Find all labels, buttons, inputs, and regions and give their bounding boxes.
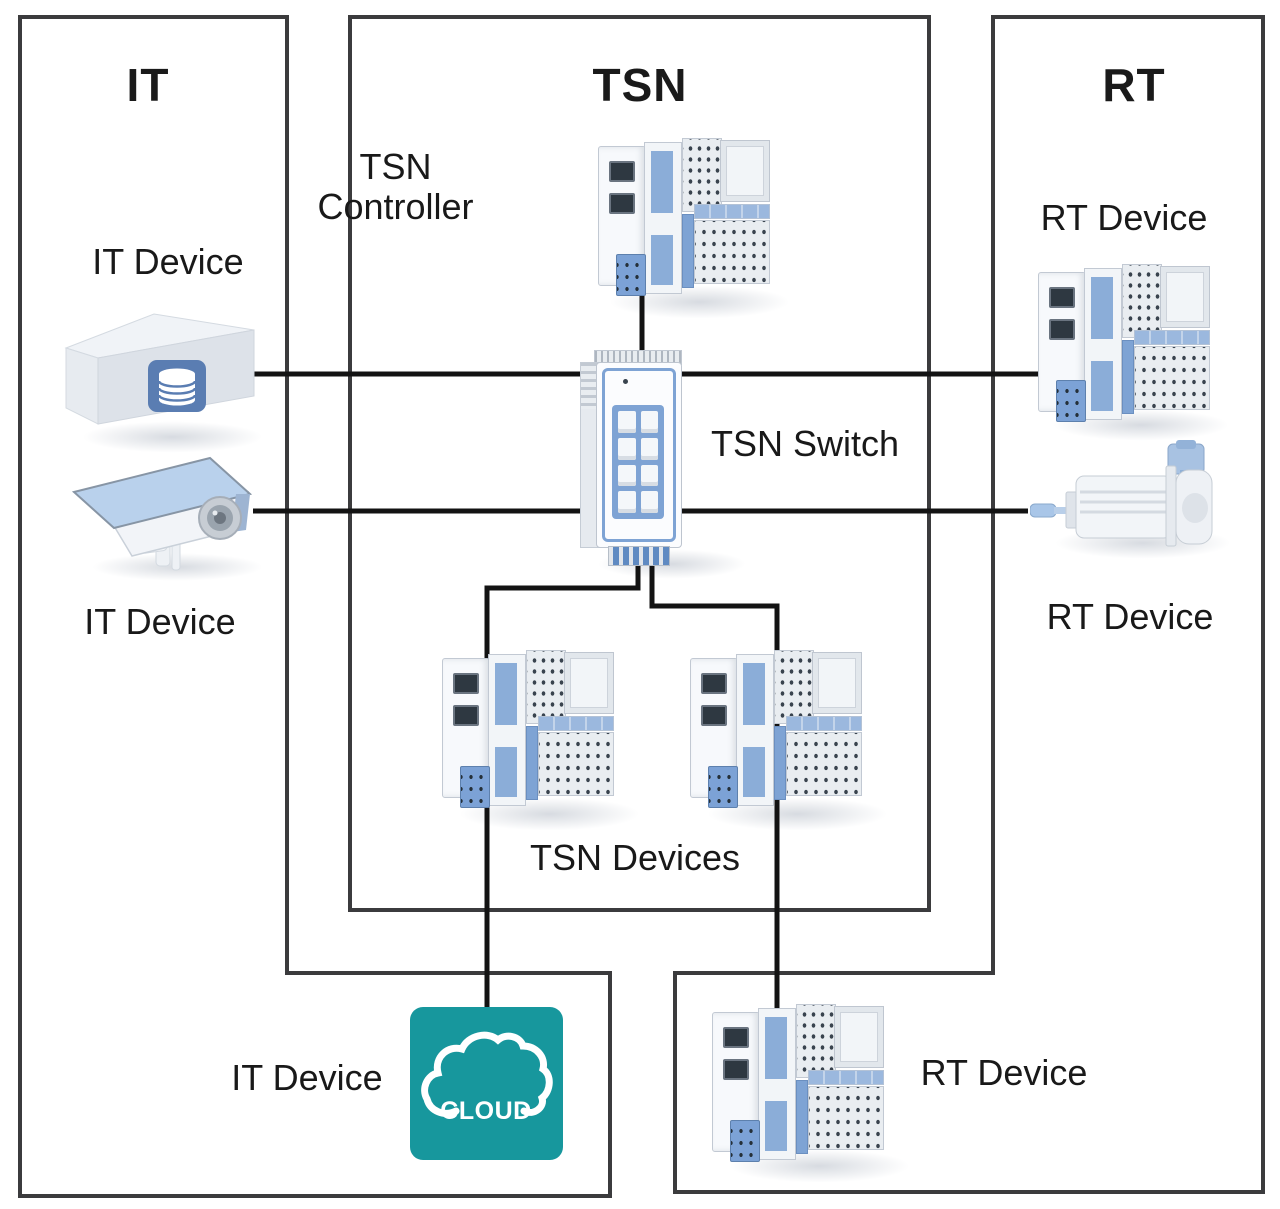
plc-io-terminals [694, 220, 770, 284]
ethernet-port-icon [453, 705, 479, 726]
rt-device-bottom [712, 1004, 884, 1164]
it-zone-border [18, 15, 612, 1198]
rt-device-top [1038, 264, 1210, 424]
rj45-port-icon [640, 464, 658, 487]
rj45-port-icon [640, 437, 658, 460]
rj45-port-icon [640, 411, 658, 433]
label-it-server: IT Device [92, 241, 244, 282]
rt-motor-device [1030, 440, 1213, 547]
it-camera-device [71, 456, 253, 571]
ethernet-port-icon [609, 161, 635, 182]
status-led [623, 379, 628, 384]
ethernet-port-icon [701, 705, 727, 726]
ethernet-port-icon [609, 193, 635, 214]
servo-motor-icon [1030, 440, 1213, 547]
security-camera-icon [71, 456, 253, 571]
network-switch-icon [596, 362, 682, 548]
tsn-controller-device [598, 138, 770, 298]
rt-zone-border [673, 15, 1265, 1194]
zone-label-it: IT [126, 59, 170, 111]
cloud-icon [421, 1031, 553, 1117]
it-cloud-device: CLOUD [410, 1007, 563, 1160]
rj45-port-icon [618, 411, 636, 433]
rj45-port-icon [618, 437, 636, 460]
tsn-device-right [690, 650, 862, 810]
plc-io-terminals [682, 138, 722, 212]
database-icon [148, 360, 206, 412]
zone-label-rt: RT [1102, 59, 1166, 111]
switch-port-panel [612, 405, 664, 519]
switch-terminal-block [608, 546, 670, 566]
it-server-device [64, 313, 255, 425]
label-tsn-switch: TSN Switch [710, 423, 900, 464]
plc-display [720, 140, 770, 202]
plc-power-connector [616, 254, 646, 296]
label-it-cloud: IT Device [231, 1057, 383, 1098]
ethernet-port-icon [453, 673, 479, 694]
label-tsn-controller: TSN Controller [317, 146, 474, 227]
label-rt-bottom-device: RT Device [920, 1052, 1088, 1093]
tsn-zone-border [348, 15, 931, 912]
label-it-camera: IT Device [84, 601, 236, 642]
rj45-port-icon [618, 491, 636, 513]
label-rt-motor-device: RT Device [1046, 596, 1214, 637]
label-tsn-devices: TSN Devices [529, 837, 741, 878]
rj45-port-icon [618, 464, 636, 487]
cloud-icon-text: CLOUD [440, 1097, 531, 1125]
ethernet-port-icon [701, 673, 727, 694]
ethernet-port-icon [1049, 287, 1075, 308]
plc-cpu-module [644, 142, 682, 294]
ethernet-port-icon [1049, 319, 1075, 340]
shadow [75, 420, 270, 454]
ethernet-port-icon [723, 1059, 749, 1080]
label-rt-top-device: RT Device [1040, 197, 1208, 238]
tsn-device-left [442, 650, 614, 810]
rj45-port-icon [640, 491, 658, 513]
link-switch-to-rt-device [649, 545, 780, 1012]
tsn-switch-device [580, 348, 692, 566]
ethernet-port-icon [723, 1027, 749, 1048]
zone-label-tsn: TSN [592, 59, 688, 111]
